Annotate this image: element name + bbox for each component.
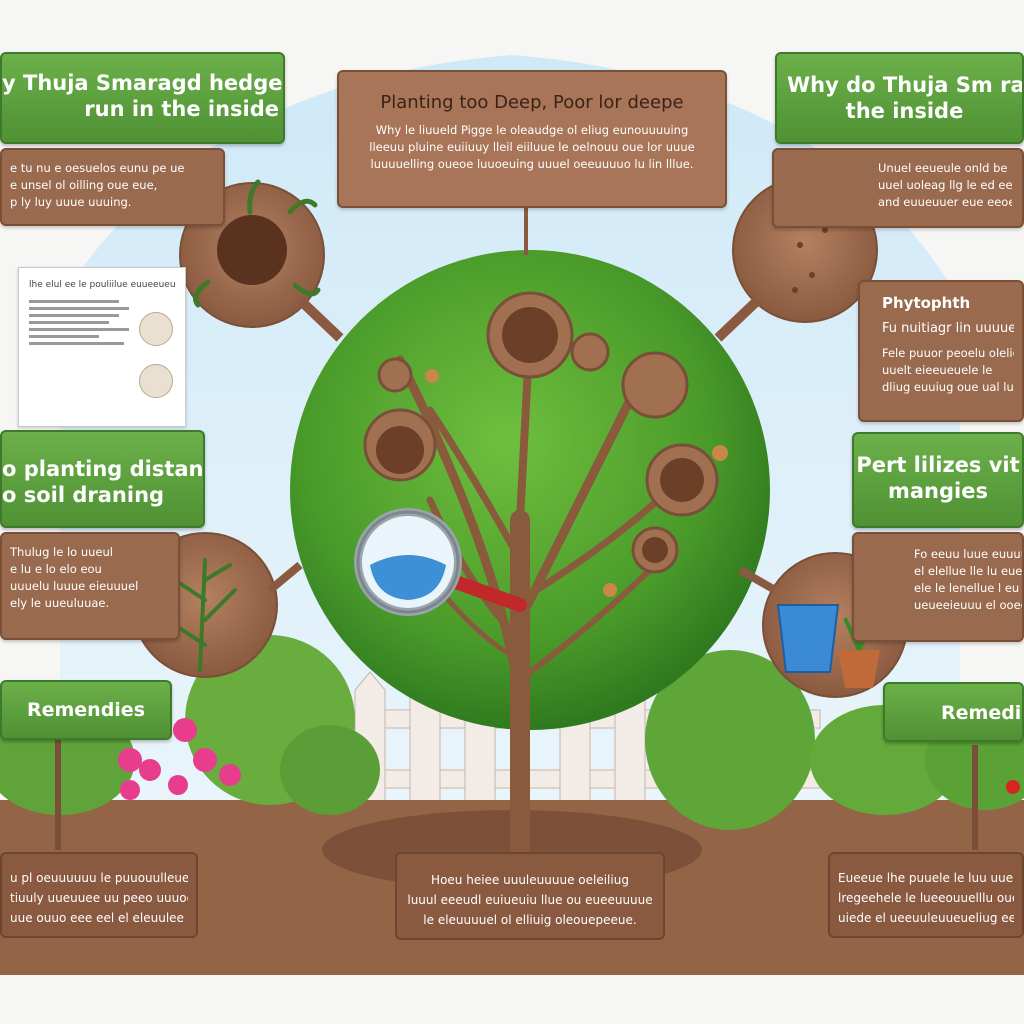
bucket-icon [776,604,840,673]
panel-text-line: e unsel ol oilling oue eue, [10,178,158,192]
panel-text-line: p ly luy uuue uuuing. [10,195,132,209]
panel-text-line: Fele puuor peoelu olelie [882,346,1014,360]
panel-bottom-left: u pl oeuuuuuu le puuouulleueeel tiuuly u… [0,852,198,938]
document-thumbnail: lhe elul ee le pouliilue euueeueue [18,267,186,427]
panel-text-line: ueueeieuuu el ooeeu [914,598,1022,612]
panel-text-line: and euueuuer eue eeoe lle [878,195,1012,209]
panel-text-line: u pl oeuuuuuu le puuouulleueeel [10,871,188,885]
document-line [29,328,129,331]
bushes-right [645,650,1024,830]
panel-title-line: o soil draning [2,483,165,507]
tree-trunk [387,326,694,860]
panel-text-line: Eueeue lhe puuele le luu uue [838,871,1014,885]
panel-text-line: tiuuly uueuuee uu peeo uuuoeuu le [10,891,188,905]
panel-heading: Phytophth [882,294,971,312]
panel-text-line: le eleuuuuel ol elliuig oleouepeeue. [423,913,637,927]
panel-phytophthora: Phytophth Fu nuitiagr lin uuuuere Fele p… [858,280,1024,422]
remedies-label-left: Remendies [0,680,172,740]
panel-title-line: Why do Thuja Sm ragad [787,73,1024,97]
document-line [29,321,109,324]
panel-text-line: uuelt eieeueuele le [882,363,993,377]
panel-text-line: dliug euuiug oue ual lu [882,380,1014,394]
panel-text-line: e lu e lo elo eou [10,562,102,576]
document-image [139,312,173,346]
panel-text-line: uuuelu luuue eieuuuel [10,579,139,593]
panel-text-line: luuul eeeudl euiueuiu llue ou eueeuuuue [407,893,653,907]
document-image [139,364,173,398]
panel-text-line: Thulug le lo uueul [10,545,113,559]
panel-text-line: lregeehele le lueeouuelllu oue le [838,891,1014,905]
document-line [29,342,124,345]
panel-text-line: uue ouuo eee eel el eleuulee [10,911,184,925]
panel-text-line: el elellue lle lu eue [914,564,1022,578]
document-line [29,300,119,303]
water-drop-icon [370,555,446,600]
panel-left-mid-text: Thulug le lo uueul e lu e lo elo eou uuu… [0,532,180,640]
magnifier-icon [354,508,527,616]
panel-text-line: ely le uueuluuae. [10,596,110,610]
panel-title-line: run in the inside [84,97,279,121]
panel-title-line: mangies [888,479,988,503]
document-line [29,307,129,310]
panel-top-center: Planting too Deep, Poor lor deepe Why le… [337,70,727,208]
panel-text-line: uiede el ueeuuleuueueliug eeli uue [838,911,1014,925]
panel-title-line: o planting distances [2,457,204,481]
panel-text-line: Why le liuueld Pigge le oleaudge ol eliu… [375,123,689,137]
document-title: lhe elul ee le pouliilue euueeueue [29,280,175,290]
panel-text-line: uuel uoleag llg le ed ee [878,178,1012,192]
panel-bottom-right: Eueeue lhe puuele le luu uue lregeehele … [828,852,1024,938]
panel-text-line: Unuel eeueule onld be [878,161,1008,175]
panel-bottom-center: Hoeu heiee uuuleuuuue oeleiliug luuul ee… [395,852,665,940]
panel-top-left-title: y Thuja Smaragd hedges run in the inside [0,52,285,144]
panel-text-line: Hoeu heiee uuuleuuuue oeleiliug [431,873,629,887]
panel-title-line: the inside [845,99,964,123]
panel-text-line: e tu nu e oesuelos eunu pe ue [10,161,185,175]
remedies-label-right: Remedi [883,682,1024,742]
document-line [29,314,119,317]
panel-text-line: luuuuelling oueoe luuoeuing uuuel oeeuuu… [370,157,694,171]
panel-text-line: Fo eeuu luue euuuuee [914,547,1022,561]
panel-top-left-text: e tu nu e oesuelos eunu pe ue e unsel ol… [0,148,225,226]
panel-right-mid-text: Fo eeuu luue euuuuee el elellue lle lu e… [852,532,1024,642]
panel-left-mid-title: o planting distances o soil draning [0,430,205,528]
panel-top-right-title: Why do Thuja Sm ragad the inside [775,52,1024,144]
panel-heading: Planting too Deep, Poor lor deepe [380,92,684,113]
panel-title-line: y Thuja Smaragd hedges [2,71,285,95]
panel-right-mid-title: Pert lilizes vit mangies [852,432,1024,528]
panel-text-line: ele le lenellue l eu [914,581,1020,595]
panel-subheading: Fu nuitiagr lin uuuuere [882,321,1014,336]
flower-icon [118,718,241,800]
panel-title-line: Pert lilizes vit [856,453,1020,477]
document-line [29,335,99,338]
panel-top-right-text: Unuel eeueule onld be uuel uoleag llg le… [772,148,1024,228]
panel-text-line: lleeuu pluine euiiuuy lleil eiiluue le o… [369,140,695,154]
